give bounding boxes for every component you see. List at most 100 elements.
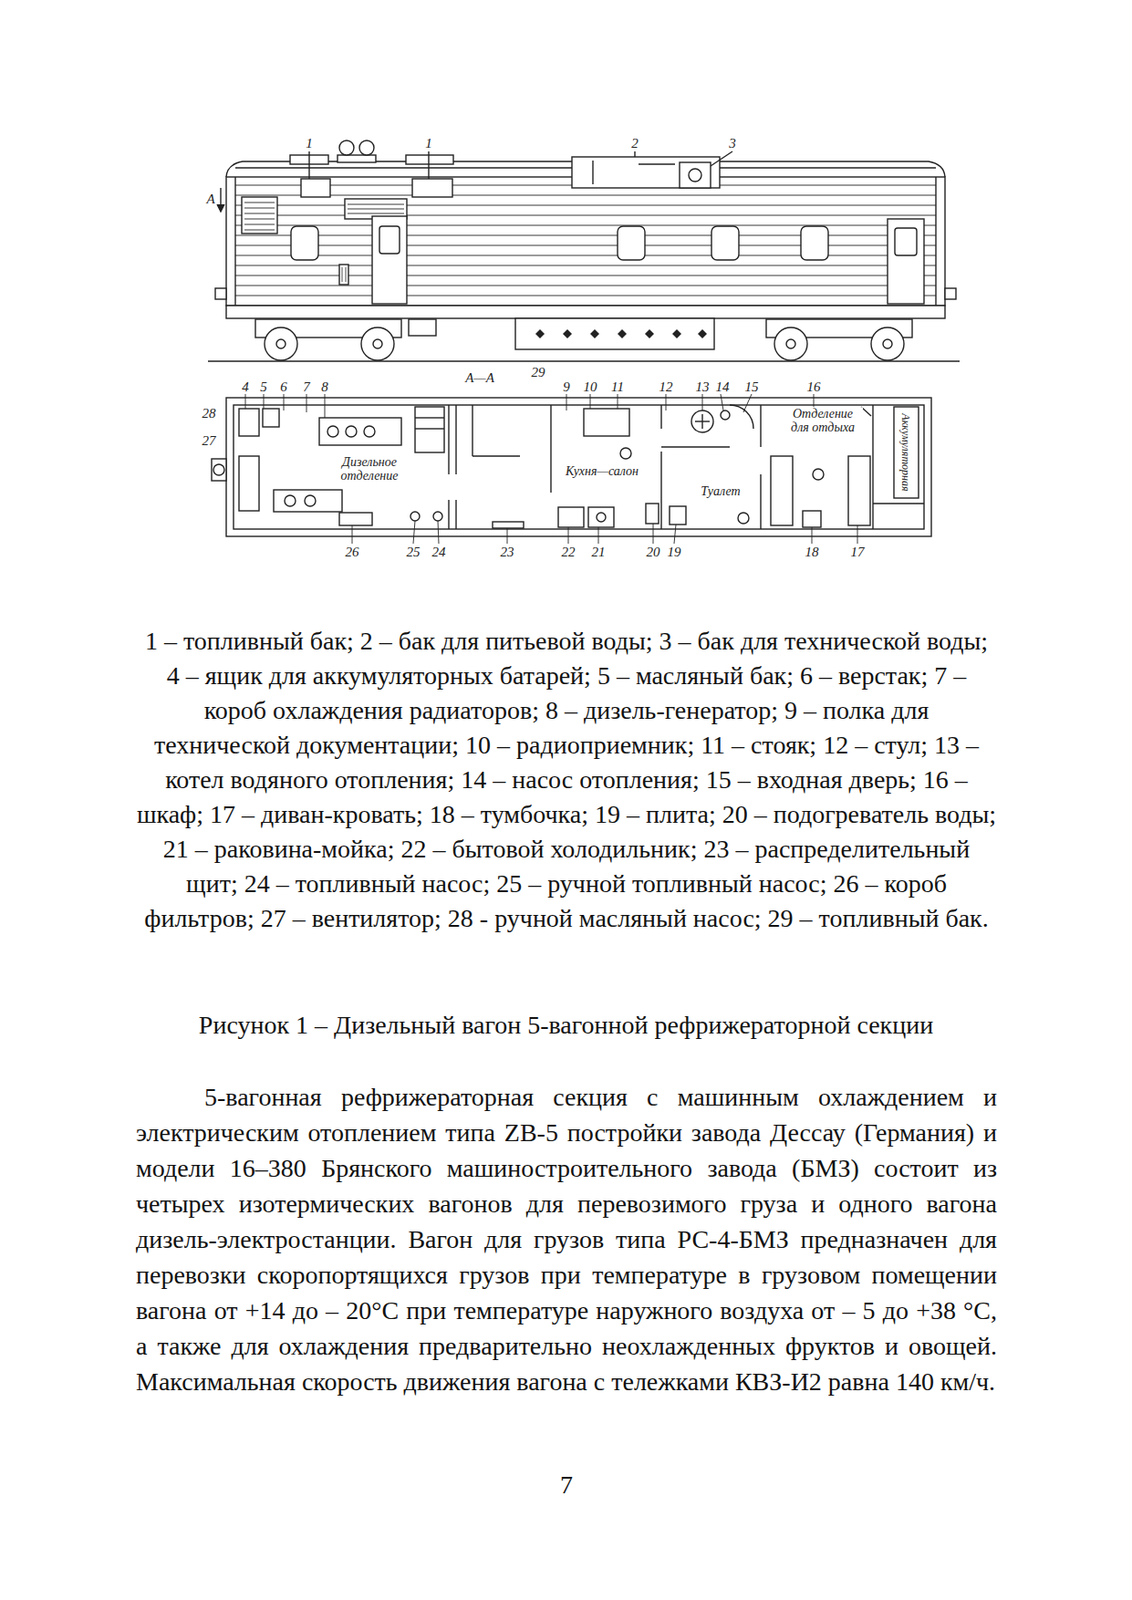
drawing-line [871,327,904,361]
drawing-line [743,394,752,413]
room-label: Дизельное отделение [329,455,410,484]
drawing-line [235,245,936,247]
drawing-line [244,213,275,215]
drawing-line [653,523,655,544]
drawing-line [345,425,357,437]
drawing-line [235,295,936,297]
callout-number: 18 [804,545,821,560]
drawing-line [226,305,946,319]
callout-number: 3 [727,136,738,151]
drawing-line [235,195,936,197]
callout-number: 11 [610,380,625,395]
drawing-line [633,151,635,157]
drawing-line [433,511,443,521]
drawing-line [241,197,278,234]
drawing-line [244,202,275,230]
drawing-line [455,499,457,530]
drawing-line [893,406,919,499]
drawing-line [786,339,796,349]
callout-number: 21 [591,545,607,560]
drawing-line [590,329,600,339]
drawing-line [800,226,829,260]
drawing-line [412,178,453,198]
drawing-line [283,394,285,411]
drawing-line [339,140,354,156]
page-number: 7 [560,1472,573,1498]
drawing-line [361,327,395,361]
drawing-line [304,495,316,507]
body-paragraph: 5-вагонная рефрижераторная секция с маши… [135,1079,997,1400]
drawing-line [688,168,702,182]
drawing-line [471,405,473,457]
drawing-line [327,425,339,437]
drawing-line [638,163,676,165]
drawing-line [359,140,374,156]
drawing-line [872,405,873,530]
drawing-line [562,329,572,339]
drawing-line [774,327,808,361]
drawing-line [352,525,354,544]
callout-number: 7 [301,380,312,395]
drawing-line [372,216,407,304]
callout-number: 1 [424,136,434,151]
room-label: Аккумуляторная [900,412,912,492]
drawing-line [596,512,606,522]
drawing-line [759,405,761,447]
callout-number: 2 [630,136,640,151]
callout-number: 17 [850,545,866,560]
drawing-line [770,456,793,526]
drawing-line [617,394,619,409]
drawing-line [583,408,630,437]
drawing-line [342,267,346,282]
drawing-line [568,527,570,544]
callout-number: 26 [344,545,361,560]
drawing-line [857,525,859,544]
drawing-line [233,405,925,530]
drawing-line [590,394,592,409]
drawing-line [894,228,917,256]
drawing-line [273,489,343,512]
drawing-line [660,405,662,429]
callout-number: 13 [695,380,711,395]
callout-number: 5 [259,380,269,395]
drawing-line [213,464,225,476]
callout-number: 27 [201,434,218,448]
callout-number: 8 [320,380,330,395]
drawing-line [455,405,457,475]
drawing-line [379,226,400,254]
drawing-line [672,329,682,339]
drawing-line [591,160,593,185]
drawing-line [405,155,454,165]
drawing-line [226,176,946,306]
drawing-line [308,151,310,179]
drawing-line [415,406,445,453]
drawing-line [244,229,275,231]
drawing-line [342,267,343,282]
callout-number: 16 [806,380,822,395]
drawing-line [373,339,383,349]
drawing-line [598,527,600,544]
drawing-line [238,408,260,437]
drawing-line [945,288,956,300]
drawing-line [339,512,373,526]
drawing-line [235,255,936,257]
legend-paragraph: 1 – топливный бак; 2 – бак для питьевой … [135,623,997,936]
drawing-line [413,520,416,544]
callout-number: 1 [304,136,314,151]
callout-number: 9 [561,380,572,395]
drawing-line [347,204,405,206]
wagon-drawing [0,0,1132,584]
drawing-line [660,451,662,530]
drawing-line [207,360,960,362]
drawing-line [363,425,375,437]
drawing-line [244,207,275,209]
drawing-line [427,151,429,179]
drawing-line [848,456,871,526]
drawing-line [882,339,893,349]
drawing-line [702,394,704,411]
drawing-line [507,528,509,544]
callout-number: 28 [201,406,218,421]
callout-number: 24 [431,545,447,560]
figure-caption: Рисунок 1 – Дизельный вагон 5-вагонной р… [0,1007,1132,1043]
